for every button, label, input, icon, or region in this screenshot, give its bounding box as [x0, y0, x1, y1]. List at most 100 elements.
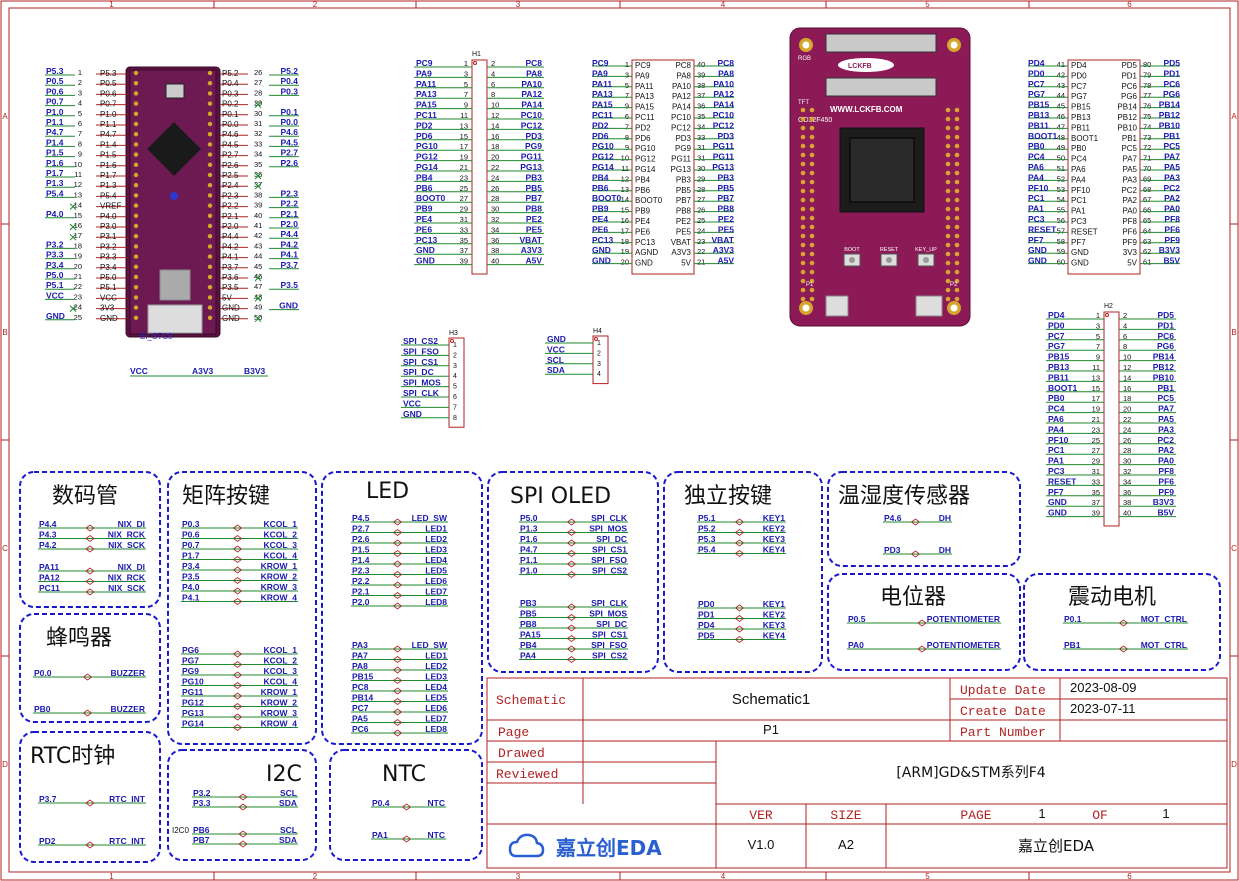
board-pad [945, 269, 951, 275]
group-signal: SPI_FSO [591, 555, 627, 565]
net-label: PB9 [416, 204, 433, 214]
net-label: PB3 [717, 172, 734, 182]
connector-pin-number: 30 [697, 164, 705, 173]
net-label: SPI_FSO [403, 346, 439, 356]
connector-pin-name: PE4 [635, 217, 651, 226]
board-pad [945, 179, 951, 185]
group-net: P2.7 [352, 524, 370, 534]
connector-pin-name: PD4 [1071, 61, 1087, 70]
board-button-cap [849, 257, 855, 263]
mcu-pin-number: 21 [74, 272, 82, 281]
net-label: PD6 [416, 131, 433, 141]
group-net: P5.3 [698, 534, 716, 544]
header-pin-number: 21 [460, 163, 468, 172]
nc-cross [254, 101, 262, 108]
net-label: PC2 [1163, 183, 1180, 193]
group-title-temp: 温湿度传感器 [838, 484, 970, 509]
mcu-pin-number: 34 [254, 150, 262, 159]
group-net: PA4 [520, 651, 536, 661]
tb-pagenum-value: 1 [1038, 806, 1045, 821]
group-net: P1.6 [520, 534, 538, 544]
net-label: PF9 [1158, 487, 1174, 497]
net-label: PA4 [1048, 424, 1064, 434]
group-signal: KROW_3 [261, 582, 298, 592]
mcu-pad [207, 183, 213, 188]
mcu-pin-number: 19 [74, 252, 82, 261]
net-label: VCC [403, 398, 421, 408]
board-pad [809, 116, 815, 122]
board-pad [800, 197, 806, 203]
board-pad [809, 134, 815, 140]
net-label: P4.6 [281, 127, 299, 137]
connector-pin-number: 76 [1143, 102, 1151, 111]
board-pad [809, 179, 815, 185]
connector-pin-number: 38 [697, 81, 705, 90]
board-pad [945, 125, 951, 131]
net-label: SPI_MOS [403, 378, 441, 388]
group-net: P1.4 [352, 555, 370, 565]
mcu-pin-number: 32 [254, 129, 262, 138]
net-label: PB10 [1153, 372, 1175, 382]
net-label: PB11 [1028, 120, 1049, 130]
header-pin-number: 38 [1123, 498, 1131, 507]
mcu-pin-name: P2.2 [222, 202, 239, 211]
header-designator: H4 [593, 328, 602, 335]
net-label: PA4 [1028, 172, 1044, 182]
header-pin-number: 8 [453, 415, 457, 422]
group-net: P0.5 [848, 614, 866, 624]
net-label: GND [416, 245, 435, 255]
header-pin-number: 20 [491, 153, 499, 162]
group-box-ntc [329, 749, 483, 861]
connector-pin-number: 50 [1057, 154, 1065, 163]
connector-pin-number: 66 [1143, 206, 1151, 215]
connector-pin-number: 22 [697, 247, 705, 256]
connector-pin-name: PC9 [635, 61, 651, 70]
connector-pin-name: PF6 [1122, 227, 1137, 236]
net-label: PA10 [521, 79, 542, 89]
net-arrow [232, 671, 243, 679]
board-pad [800, 161, 806, 167]
group-net: PD3 [884, 545, 901, 555]
group-net: PB7 [193, 835, 210, 845]
board-pad [945, 224, 951, 230]
net-label: PE5 [526, 224, 542, 234]
net-label: PG12 [416, 152, 438, 162]
connector-pin-number: 26 [697, 206, 705, 215]
net-label: PD0 [1028, 68, 1045, 78]
net-label: PA7 [1158, 404, 1174, 414]
net-label: PF6 [1164, 224, 1180, 234]
mcu-pin-name: P0.2 [222, 100, 239, 109]
net-arrow [566, 560, 577, 568]
net-label: BOOT1 [1048, 383, 1078, 393]
connector-pin-name: PD5 [1121, 61, 1137, 70]
group-signal: POTENTIOMETER [927, 614, 1000, 624]
connector-pin-number: 56 [1057, 216, 1065, 225]
i2c0-label: I2C0 [172, 826, 189, 835]
tb-page-value: P1 [763, 722, 779, 737]
group-signal: RTC_INT [109, 836, 146, 846]
group-net: P0.6 [182, 530, 200, 540]
group-signal: LED6 [425, 576, 447, 586]
net-label: PB13 [1028, 110, 1050, 120]
net-arrow [566, 624, 577, 632]
col-label-bottom: 3 [516, 872, 521, 881]
header-pin-number: 16 [491, 132, 499, 141]
group-box-temp [827, 471, 1021, 567]
net-label: BOOT0 [592, 193, 622, 203]
header-pin-number: 37 [460, 246, 468, 255]
net-label: PB1 [1157, 383, 1174, 393]
net-label: P4.5 [281, 137, 299, 147]
col-label-bottom: 2 [313, 872, 318, 881]
group-title-seg: 数码管 [52, 484, 118, 509]
group-net: P4.2 [39, 540, 57, 550]
board-button-label: KEY_UP [915, 247, 937, 253]
board-pad [809, 233, 815, 239]
net-arrow [85, 524, 95, 532]
group-signal: KCOL_3 [263, 666, 297, 676]
board-pad [809, 107, 815, 113]
net-label: GND [46, 311, 65, 321]
group-net: P2.6 [352, 534, 370, 544]
header-pin-number: 4 [597, 371, 601, 378]
net-label: P3.4 [46, 260, 64, 270]
